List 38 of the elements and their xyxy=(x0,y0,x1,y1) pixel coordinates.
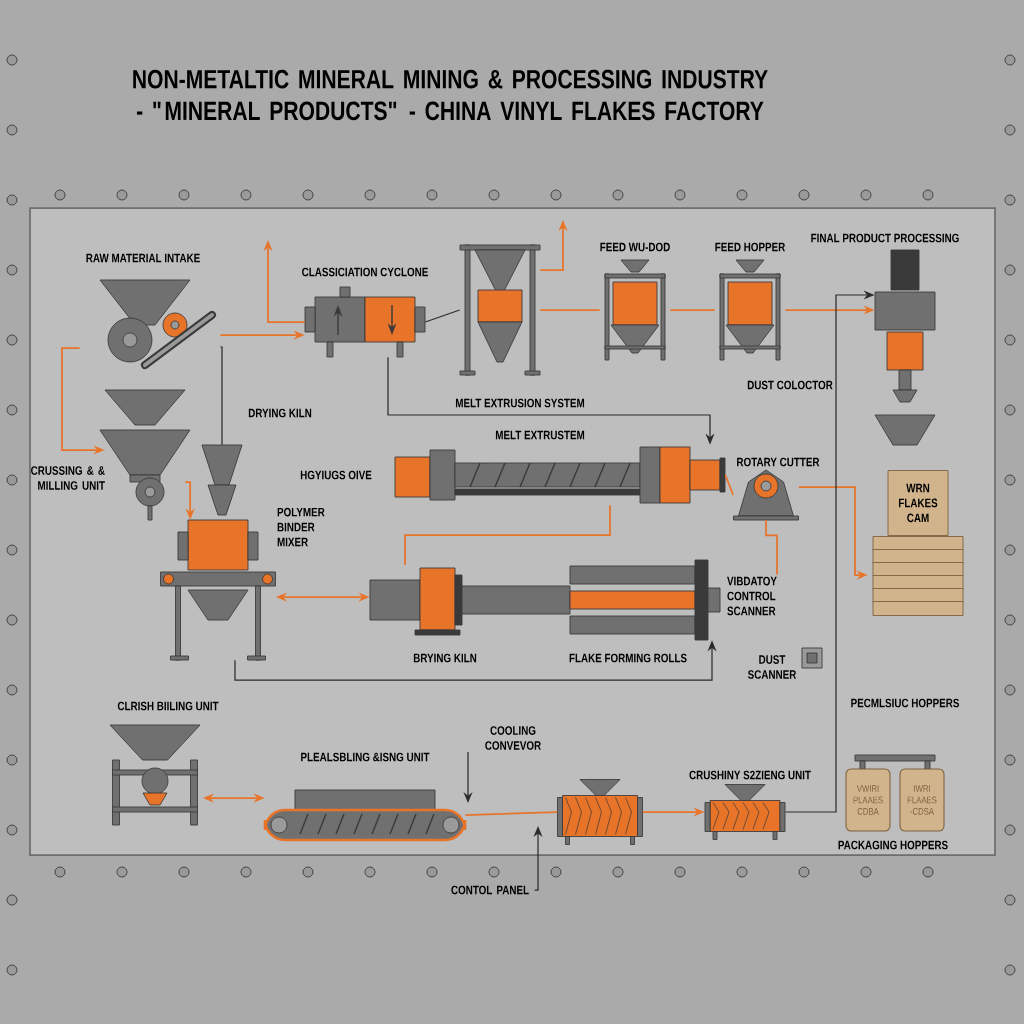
machine-label: FEED HOPPER xyxy=(715,242,786,252)
machine-label: RAW MATERIAL INTAKE xyxy=(86,253,200,263)
machine-label: POLYMER BINDER MIXER xyxy=(277,507,325,547)
machine-label: FLAKE FORMING ROLLS xyxy=(569,653,687,663)
flake-bag: VWIRI PLAAES CDBA xyxy=(845,768,891,832)
connector-line xyxy=(539,309,601,311)
callout-text: CONTOL PANEL xyxy=(451,885,529,895)
callout-text: COOLING CONVEVOR xyxy=(485,726,541,750)
connector-line xyxy=(765,519,778,576)
frame-drawing xyxy=(459,244,541,376)
machine-label: BRYING KILN xyxy=(413,653,477,663)
machine-label: FINAL PRODUCT PROCESSING xyxy=(811,233,959,243)
title: NON-METALTIC MINERAL MINING & PROCESSING INDUSTRY - "MINERAL PRODUCTS" - CHINA VINYL FLAKES FACTORY xyxy=(133,69,768,121)
connector-line xyxy=(219,346,223,446)
connector-line xyxy=(424,309,461,323)
callout-text: DUST COLOCTOR xyxy=(747,380,833,390)
machine-label: PACKAGING HOPPERS xyxy=(838,840,948,850)
bag-print: WRN FLAKES CAM xyxy=(899,483,938,523)
connector-line xyxy=(669,309,716,311)
machine-label: FEED WU-DOD xyxy=(600,242,670,252)
machine-label: CRUSHINY S2ZIENG UNIT xyxy=(689,770,811,780)
callout-text: MELT EXTRUSION SYSTEM xyxy=(455,398,585,408)
machine-label: DUST SCANNER xyxy=(747,655,797,679)
connector-line xyxy=(464,811,559,816)
connector-line xyxy=(404,504,611,566)
machine-label: PECMLSIUC HOPPERS xyxy=(851,698,959,708)
callout-text: VIBDATOY CONTROL SCANNER xyxy=(727,576,777,616)
machine-label: DRYING KILN xyxy=(248,408,312,418)
machine-label: CRUSSING & & MILLING UNIT xyxy=(31,466,105,490)
crusher-drawing xyxy=(557,779,643,845)
flake-bag: IWRI FLAAES -CDSA xyxy=(899,768,945,832)
machine-label: CLASSICIATION CYCLONE xyxy=(302,267,428,277)
machine-label: PLEALSBLING &ISNG UNIT xyxy=(301,752,430,762)
connector-line xyxy=(724,474,735,496)
machine-label: ROTARY CUTTER xyxy=(737,457,820,467)
callout-text: HGYIUGS OIVE xyxy=(300,470,372,480)
machine-label: MELT EXTRUSTEM xyxy=(495,430,585,440)
machine-label: CLRISH BIILING UNIT xyxy=(117,701,219,711)
